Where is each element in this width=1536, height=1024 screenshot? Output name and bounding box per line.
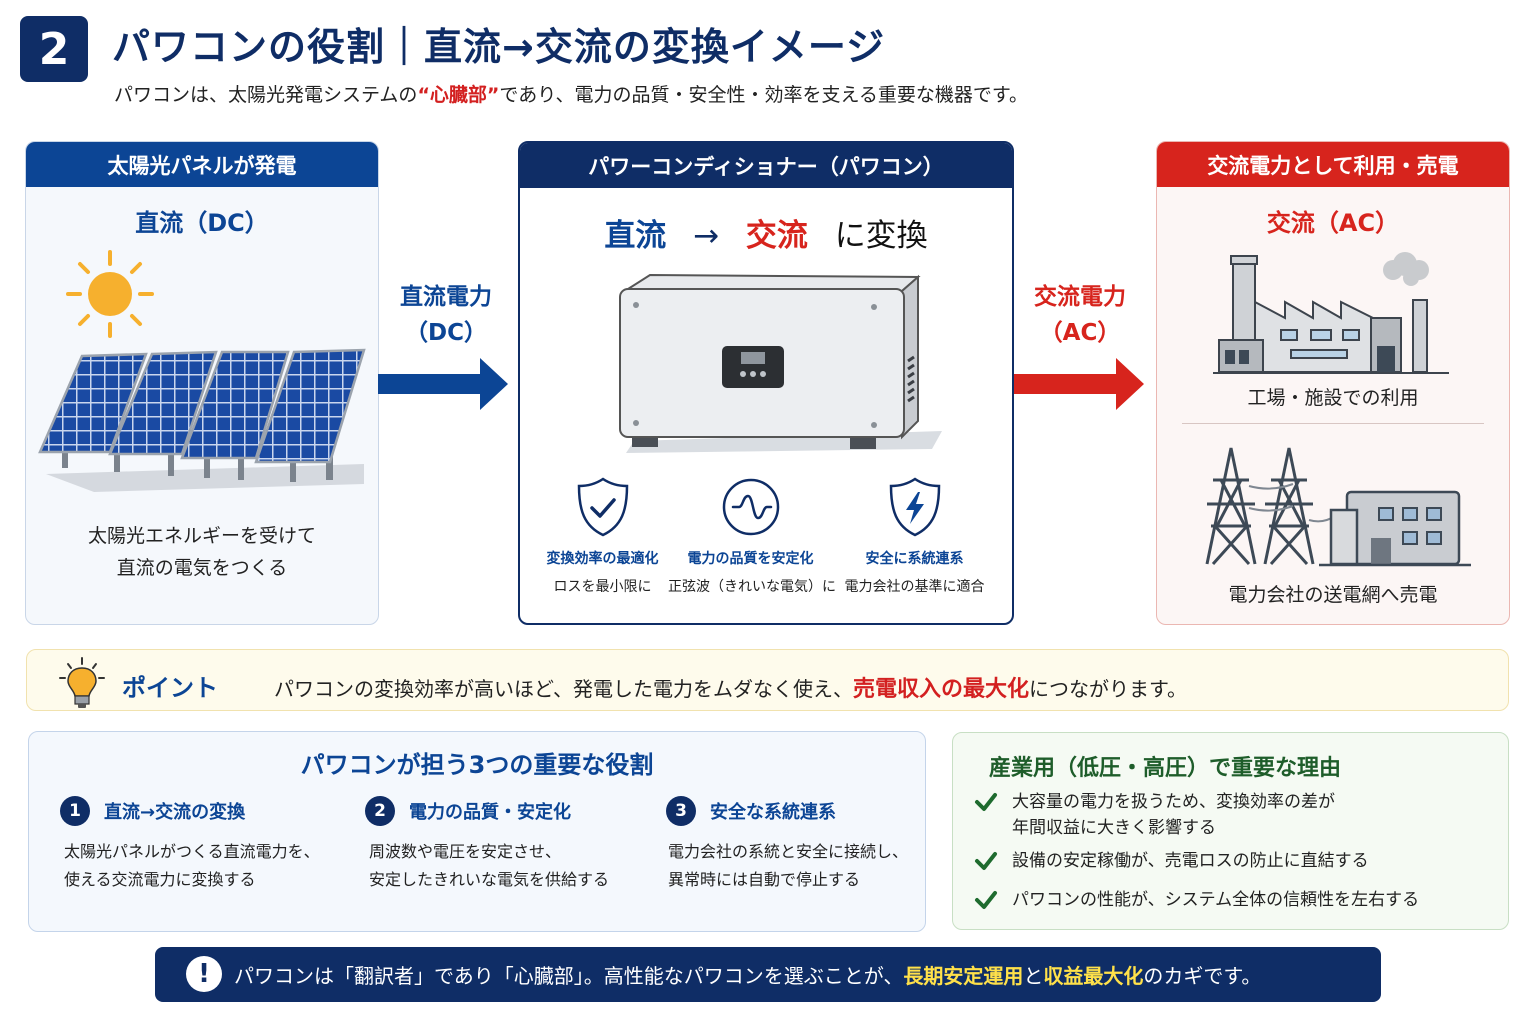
ac-usage-card: 交流電力として利用・売電 交流（AC） 工場・施設での利用 電力会社の送電網へ売… bbox=[1156, 141, 1510, 625]
reason-line1: 設備の安定稼働が、売電ロスの防止に直結する bbox=[1012, 851, 1369, 871]
grid-caption: 電力会社の送電網へ売電 bbox=[1228, 584, 1438, 606]
ac-arrow-label-line2: （AC） bbox=[1039, 320, 1121, 346]
conversion-from: 直流 bbox=[604, 218, 667, 254]
point-text-highlight: 売電収入の最大化 bbox=[853, 677, 1030, 702]
sun-icon bbox=[66, 250, 154, 338]
check-icon bbox=[975, 891, 997, 909]
reason-item: パワコンの性能が、システム全体の信頼性を左右する bbox=[974, 887, 1419, 913]
banner-highlight-2: 収益最大化 bbox=[1043, 964, 1144, 988]
role-item: 3 安全な系統連系 電力会社の系統と安全に接続し、 異常時には自動で停止する bbox=[666, 796, 908, 894]
banner-text-pre: パワコンは「翻訳者」であり「心臓部」。高性能なパワコンを選ぶことが、 bbox=[234, 964, 904, 988]
roles-title: パワコンが担う3つの重要な役割 bbox=[300, 751, 654, 779]
role-number-badge: 1 bbox=[60, 796, 90, 826]
feature-desc: 正弦波（きれいな電気）に bbox=[668, 579, 836, 595]
point-text-pre: パワコンの変換効率が高いほど、発電した電力をムダなく使え、 bbox=[274, 677, 853, 701]
right-card-divider bbox=[1182, 423, 1484, 424]
feature-quality: 電力の品質を安定化 正弦波（きれいな電気）に bbox=[668, 476, 836, 596]
banner-text-mid: と bbox=[1023, 964, 1044, 988]
ac-arrow-label-line1: 交流電力 bbox=[1034, 284, 1126, 310]
reasons-title: 産業用（低圧・高圧）で重要な理由 bbox=[989, 756, 1342, 781]
section-number-badge: 2 bbox=[20, 16, 88, 82]
feature-title: 電力の品質を安定化 bbox=[687, 551, 814, 567]
shield-check-icon bbox=[577, 477, 628, 537]
feature-grid-safety: 安全に系統連系 電力会社の基準に適合 bbox=[832, 476, 997, 596]
ac-arrow-label: 交流電力 （AC） bbox=[1014, 279, 1146, 351]
power-tower-icon bbox=[1205, 447, 1471, 567]
point-text-post: につながります。 bbox=[1029, 677, 1188, 701]
dc-arrow-icon bbox=[378, 358, 508, 410]
role-number-badge: 3 bbox=[666, 796, 696, 826]
ac-card-heading: 交流電力として利用・売電 bbox=[1157, 142, 1509, 187]
feature-desc: ロスを最小限に bbox=[553, 579, 652, 595]
role-desc-line2: 使える交流電力に変換する bbox=[64, 870, 256, 889]
solar-generation-card: 太陽光パネルが発電 直流（DC） bbox=[25, 141, 379, 625]
banner-highlight-1: 長期安定運用 bbox=[903, 964, 1024, 988]
point-bar bbox=[26, 649, 1509, 711]
reason-item: 大容量の電力を扱うため、変換効率の差が 年間収益に大きく影響する bbox=[974, 789, 1335, 841]
lightbulb-icon bbox=[59, 657, 105, 708]
conversion-suffix: に変換 bbox=[834, 218, 928, 254]
role-desc-line2: 安定したきれいな電気を供給する bbox=[369, 870, 610, 889]
role-title: 安全な系統連系 bbox=[710, 802, 836, 823]
role-desc-line2: 異常時には自動で停止する bbox=[668, 870, 861, 889]
factory-caption: 工場・施設での利用 bbox=[1247, 387, 1419, 409]
point-label: ポイント bbox=[122, 674, 218, 702]
role-desc-line1: 太陽光パネルがつくる直流電力を、 bbox=[64, 842, 320, 861]
subtitle-post: であり、電力の品質・安全性・効率を支える重要な機器です。 bbox=[499, 84, 1029, 106]
role-number-badge: 2 bbox=[365, 796, 395, 826]
page-subtitle: パワコンは、太陽光発電システムの“心臓部”であり、電力の品質・安全性・効率を支え… bbox=[114, 80, 1028, 107]
role-item: 1 直流→交流の変換 太陽光パネルがつくる直流電力を、 使える交流電力に変換する bbox=[60, 796, 320, 894]
role-title: 電力の品質・安定化 bbox=[409, 802, 571, 823]
role-item: 2 電力の品質・安定化 周波数や電圧を安定させ、 安定したきれいな電気を供給する bbox=[365, 796, 609, 894]
role-desc-line1: 周波数や電圧を安定させ、 bbox=[369, 842, 562, 861]
reason-line1: 大容量の電力を扱うため、変換効率の差が bbox=[1012, 792, 1335, 812]
inverter-card: パワーコンディショナー（パワコン） 直流 → 交流 に変換 変換効率の最適化 ロ… bbox=[518, 141, 1014, 625]
solar-panel-icon bbox=[38, 348, 366, 492]
sine-wave-icon bbox=[722, 478, 779, 536]
feature-efficiency: 変換効率の最適化 ロスを最小限に bbox=[520, 476, 685, 596]
point-text: パワコンの変換効率が高いほど、発電した電力をムダなく使え、売電収入の最大化につな… bbox=[274, 671, 1187, 703]
roles-box bbox=[28, 731, 926, 932]
exclamation-icon: ! bbox=[186, 956, 222, 992]
role-title: 直流→交流の変換 bbox=[104, 802, 246, 823]
reason-line2: 年間収益に大きく影響する bbox=[1012, 818, 1216, 838]
dc-arrow-label-line2: （DC） bbox=[405, 320, 487, 346]
factory-icon bbox=[1213, 252, 1449, 374]
conversion-arrow-icon: → bbox=[693, 218, 720, 254]
feature-title: 変換効率の最適化 bbox=[546, 551, 659, 567]
ac-label: 交流（AC） bbox=[1266, 209, 1400, 237]
reason-line1: パワコンの性能が、システム全体の信頼性を左右する bbox=[1012, 890, 1420, 910]
inverter-device-icon bbox=[619, 273, 942, 453]
role-desc-line1: 電力会社の系統と安全に接続し、 bbox=[668, 842, 909, 861]
conversion-line: 直流 → 交流 に変換 bbox=[520, 210, 1012, 255]
inverter-card-heading: パワーコンディショナー（パワコン） bbox=[520, 143, 1012, 188]
feature-desc: 電力会社の基準に適合 bbox=[844, 579, 985, 595]
check-icon bbox=[975, 793, 997, 811]
banner-text: パワコンは「翻訳者」であり「心臓部」。高性能なパワコンを選ぶことが、長期安定運用… bbox=[234, 960, 1261, 989]
check-icon bbox=[975, 852, 997, 870]
reasons-box bbox=[952, 732, 1509, 930]
conversion-to: 交流 bbox=[745, 218, 808, 254]
dc-arrow-label-line1: 直流電力 bbox=[400, 284, 492, 310]
shield-lightning-icon bbox=[889, 477, 940, 537]
banner-text-post: のカギです。 bbox=[1143, 964, 1262, 988]
dc-arrow-label: 直流電力 （DC） bbox=[380, 279, 512, 351]
dc-label: 直流（DC） bbox=[135, 209, 269, 237]
page-title: パワコンの役割｜直流→交流の変換イメージ bbox=[112, 25, 886, 69]
solar-caption-line2: 直流の電気をつくる bbox=[116, 557, 288, 579]
ac-arrow-icon bbox=[1014, 358, 1144, 410]
subtitle-highlight: “心臓部” bbox=[417, 84, 500, 106]
solar-card-heading: 太陽光パネルが発電 bbox=[26, 142, 378, 187]
feature-title: 安全に系統連系 bbox=[865, 551, 964, 567]
summary-banner bbox=[155, 947, 1381, 1002]
subtitle-pre: パワコンは、太陽光発電システムの bbox=[114, 84, 418, 106]
reason-item: 設備の安定稼働が、売電ロスの防止に直結する bbox=[974, 848, 1369, 874]
solar-caption-line1: 太陽光エネルギーを受けて bbox=[87, 525, 316, 547]
